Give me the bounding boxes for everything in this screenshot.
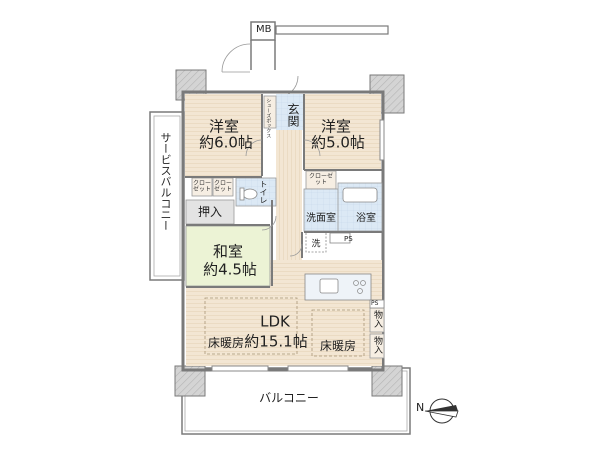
room-western-2 (305, 94, 381, 170)
japanese-size: 約4.5帖 (203, 260, 257, 279)
western-2-name: 洋室 (320, 117, 352, 136)
ldk-size: 約15.1帖 (244, 332, 308, 351)
mb-area (221, 21, 389, 99)
floor-heating-label-1: 床暖房 (207, 336, 245, 350)
western-2-size: 約5.0帖 (311, 133, 365, 152)
closet-3-label: クローゼット (308, 173, 333, 187)
floor-heating-zone-1 (204, 297, 298, 355)
ps-label-2: PS (371, 300, 379, 307)
floor-heating-label-2: 床暖房 (319, 339, 357, 353)
wash-room-label: 洗面室 (306, 213, 336, 224)
ldk-name: LDK (260, 312, 290, 331)
mb-label: MB (256, 24, 272, 35)
toilet-label: トイレ (259, 180, 268, 204)
storage-2-label: 物入 (372, 336, 382, 354)
kitchen-counter (304, 273, 372, 301)
compass-icon (424, 398, 459, 424)
hallway (276, 130, 302, 260)
closet-2-label: クローゼット (214, 180, 233, 194)
storage-2 (369, 333, 385, 359)
bath-label: 浴室 (356, 213, 376, 224)
laundry-space (305, 231, 327, 253)
japanese-name: 和室 (212, 242, 244, 261)
floor-heating-zone-2 (311, 309, 365, 357)
main-balcony (174, 365, 411, 435)
oshiire (185, 199, 235, 225)
shoe-box (263, 95, 277, 129)
entrance-hall (276, 94, 304, 130)
storage-1-label: 物入 (372, 310, 382, 328)
oshiire-label: 押入 (197, 205, 223, 219)
service-balcony-label: サービスバルコニー (159, 132, 172, 231)
western-1-size: 約6.0帖 (199, 133, 253, 152)
laundry-label: 洗 (311, 239, 321, 250)
ps-label-1: PS (344, 235, 353, 243)
compass-north-label: N (416, 401, 425, 414)
western-1-name: 洋室 (208, 117, 240, 136)
balcony-label: バルコニー (259, 391, 319, 405)
shoe-box-label: シューズボックス (265, 98, 272, 138)
service-balcony (149, 111, 185, 281)
room-western-1 (185, 94, 262, 176)
ps-shaft-2 (369, 299, 385, 309)
entrance-label: 玄関 (286, 103, 300, 127)
closet-1-label: クローゼット (193, 180, 212, 194)
